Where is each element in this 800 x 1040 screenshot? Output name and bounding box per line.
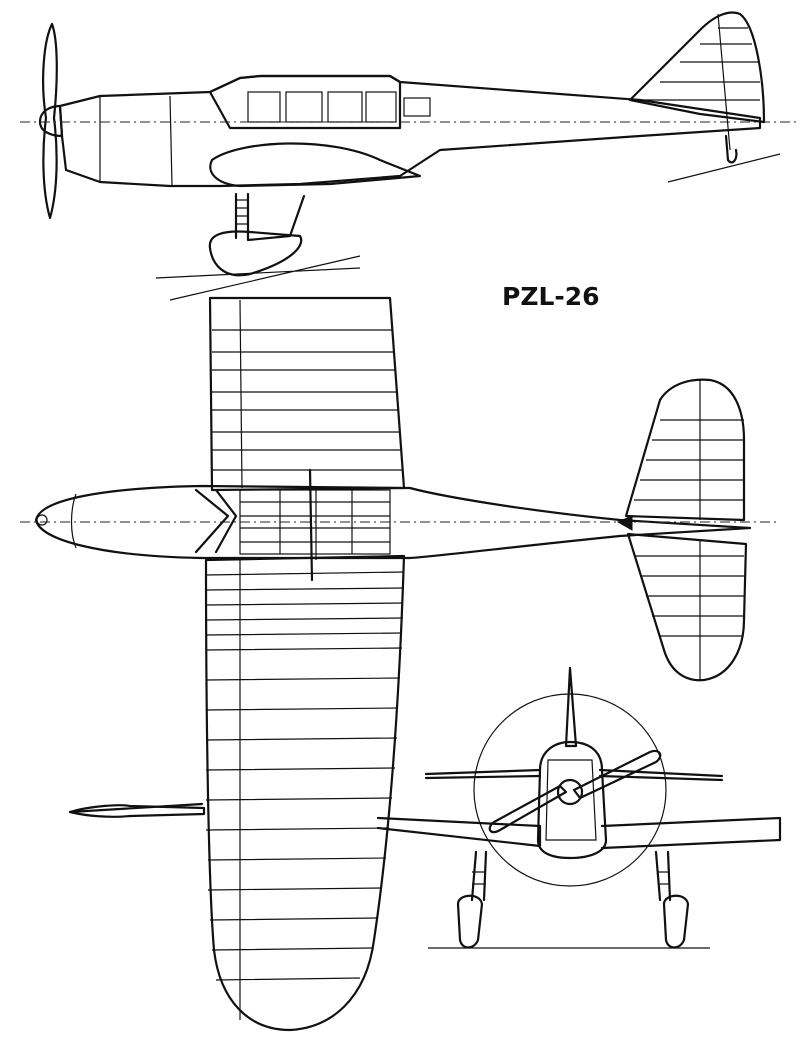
top-stabilizer-lower xyxy=(626,532,748,682)
top-wing-upper xyxy=(208,296,406,492)
front-tail-plane xyxy=(424,768,724,782)
side-canopy xyxy=(208,74,402,130)
side-wing xyxy=(209,142,422,188)
top-stabilizer-upper xyxy=(624,378,746,522)
front-tail-fin xyxy=(564,666,578,748)
side-view xyxy=(20,11,800,301)
side-spinner xyxy=(38,104,64,138)
front-view xyxy=(68,666,782,949)
front-landing-gear xyxy=(470,850,672,902)
side-wheel-spat xyxy=(208,230,303,277)
front-propeller xyxy=(488,749,662,834)
front-wheel-spat-left xyxy=(456,894,484,949)
front-spinner xyxy=(556,778,584,806)
side-propeller xyxy=(42,22,58,220)
side-tail-fin xyxy=(628,11,766,124)
side-fuselage xyxy=(58,74,762,188)
top-view xyxy=(20,296,780,1032)
front-prop-disc xyxy=(473,693,667,887)
top-fuselage xyxy=(34,484,752,560)
front-fuselage xyxy=(536,740,608,860)
front-wheel-spat-right xyxy=(662,894,690,949)
top-wing-lower xyxy=(204,554,406,1032)
drawing-title: PZL-26 xyxy=(502,282,600,311)
front-wing xyxy=(68,802,782,850)
